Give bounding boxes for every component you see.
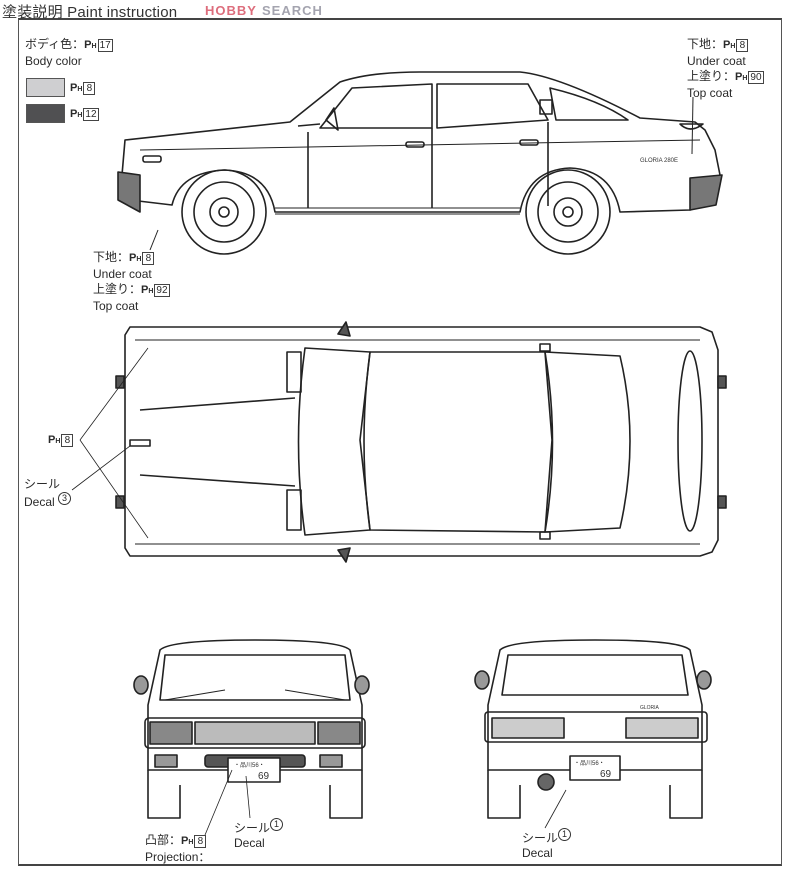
- rear-decal-leader-line: [544, 789, 567, 829]
- body-color-en: Body color: [25, 54, 82, 68]
- rear-badge: GLORIA: [640, 705, 660, 711]
- rear-panel: [484, 711, 708, 743]
- top-front-marker-right: [115, 495, 125, 509]
- top-rear-marker-left: [717, 375, 727, 389]
- front-license-plate: [227, 757, 281, 783]
- watermark-logo: HOBBY: [205, 3, 257, 18]
- door-lines: [307, 122, 549, 208]
- rear-tires: [487, 770, 703, 819]
- rear-lights-right: [625, 717, 699, 739]
- top-fuel-lid: [539, 343, 551, 352]
- body-color-jp: ボディ色：: [25, 37, 85, 51]
- top-mirrors: [337, 321, 351, 563]
- front-grille: [194, 721, 316, 745]
- top-rear-marker-right: [717, 495, 727, 509]
- side-mirror: [325, 107, 339, 131]
- front-view: ・品川56・ 69: [133, 639, 370, 836]
- front-windshield: [159, 654, 351, 701]
- color-swatch-light: [26, 78, 65, 97]
- ph-paint-code: PH: [84, 39, 97, 51]
- rear-bumper-end: [689, 174, 723, 211]
- front-decal-leader-line: [245, 775, 251, 819]
- front-fog-left: [154, 754, 178, 768]
- front-mirror-right: [354, 675, 370, 695]
- rear-spoiler-top: [677, 350, 703, 532]
- front-mudflap: [117, 171, 141, 213]
- rocker-trim: [275, 207, 520, 215]
- front-body-outline: [147, 639, 363, 771]
- rear-window: [501, 654, 689, 696]
- side-window-rear: [436, 83, 549, 129]
- wiper: [297, 123, 321, 127]
- side-badge: GLORIA 280E: [640, 158, 678, 164]
- fuel-lid: [539, 99, 553, 115]
- left-headlights: [149, 721, 193, 745]
- rear-mirror-left: [474, 670, 490, 690]
- mirror-leader-line: [149, 229, 159, 251]
- side-view: GLORIA 280E: [117, 71, 723, 255]
- rear-lights-left: [491, 717, 565, 739]
- side-window-quarter: [549, 87, 629, 121]
- front-plate-top: ・品川56・: [234, 762, 265, 769]
- top-view: [71, 321, 727, 563]
- hood-emblem: [129, 439, 151, 447]
- paint-number: 17: [97, 39, 113, 52]
- rear-plate-number: 69: [600, 769, 612, 780]
- color-swatch-dark: [26, 104, 65, 123]
- exhaust-pipe: [537, 773, 555, 791]
- rear-view: GLORIA ・品川56・ 69: [474, 639, 712, 829]
- rear-mirror-right: [696, 670, 712, 690]
- top-rear-window: [544, 351, 631, 533]
- front-wheel: [181, 169, 267, 255]
- front-mirror-left: [133, 675, 149, 695]
- front-plate-number: 69: [258, 771, 270, 782]
- top-belt-lines: [135, 339, 700, 545]
- page-title: 塗装説明 Paint instruction: [2, 4, 178, 21]
- instruction-frame: [18, 18, 782, 866]
- top-front-marker-left: [115, 375, 125, 389]
- projection-leader-line: [204, 769, 233, 836]
- watermark-logo-text: SEARCH: [262, 3, 323, 18]
- side-window-front: [319, 83, 433, 129]
- rear-wheel: [525, 169, 611, 255]
- rear-door-handle: [519, 139, 539, 146]
- front-grille-surround: [144, 717, 366, 749]
- spoiler-leader-line: [691, 96, 694, 155]
- door-handle: [405, 141, 425, 148]
- front-wipers: [164, 689, 346, 701]
- top-windshield: [297, 347, 371, 536]
- rear-license-plate: [569, 755, 621, 781]
- top-body-outline: [124, 326, 719, 557]
- cowl-vent-left: [286, 351, 302, 393]
- side-character-line: [139, 139, 701, 151]
- right-headlights: [317, 721, 361, 745]
- rear-plate-top: ・品川56・: [574, 760, 605, 767]
- top-leader-lines: [71, 347, 149, 539]
- hood-lines: [139, 397, 296, 487]
- rear-body-outline: [487, 639, 703, 771]
- cowl-vent-right: [286, 489, 302, 531]
- top-fuel-lid-2: [539, 531, 551, 540]
- rear-spoiler: [679, 123, 704, 130]
- side-marker: [142, 155, 162, 163]
- front-fog-right: [319, 754, 343, 768]
- front-tires: [147, 770, 363, 819]
- top-roof: [363, 351, 553, 533]
